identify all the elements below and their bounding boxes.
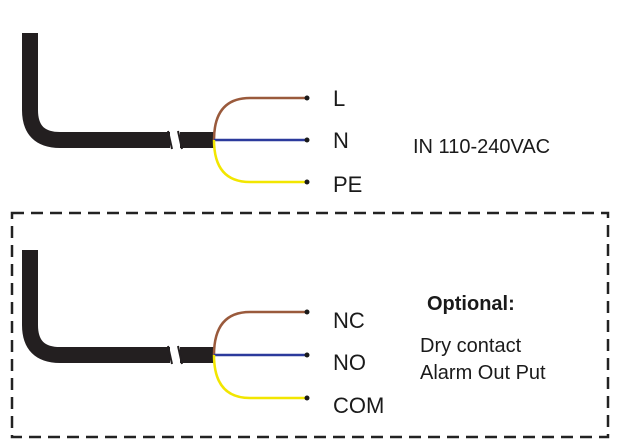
terminal-label-pe: PE [333, 172, 362, 197]
terminal-label-com: COM [333, 393, 384, 418]
power-cable-break-mark [177, 130, 183, 150]
wire-brown [212, 310, 306, 356]
terminal-label-l: L [333, 86, 345, 111]
terminal-dot [304, 179, 310, 185]
wire-yellow [212, 354, 306, 400]
terminal-dot [304, 395, 310, 401]
alarm-cable-break-mark [167, 345, 173, 365]
power-cable-break-mark [167, 130, 173, 150]
power-cable-group: L N PE IN 110-240VAC [22, 33, 550, 197]
optional-heading: Optional: [427, 293, 515, 315]
terminal-label-nc: NC [333, 308, 365, 333]
alarm-cable-break-mark [177, 345, 183, 365]
alarm-cable-jacket [22, 250, 170, 363]
optional-dashed-border [10, 211, 610, 439]
dry-contact-label: Dry contact [420, 335, 522, 357]
wire-yellow [212, 139, 306, 184]
alarm-cable-group: NC NO COM Optional: Dry contact Alarm Ou… [22, 250, 546, 418]
terminal-dot [304, 352, 310, 358]
terminal-label-n: N [333, 128, 349, 153]
terminal-dot [304, 95, 310, 101]
terminal-label-no: NO [333, 350, 366, 375]
power-cable-jacket [22, 33, 170, 148]
input-voltage-label: IN 110-240VAC [413, 136, 550, 158]
alarm-output-label: Alarm Out Put [420, 362, 546, 384]
terminal-dot [304, 137, 310, 143]
terminal-dot [304, 309, 310, 315]
wire-brown [212, 96, 306, 141]
